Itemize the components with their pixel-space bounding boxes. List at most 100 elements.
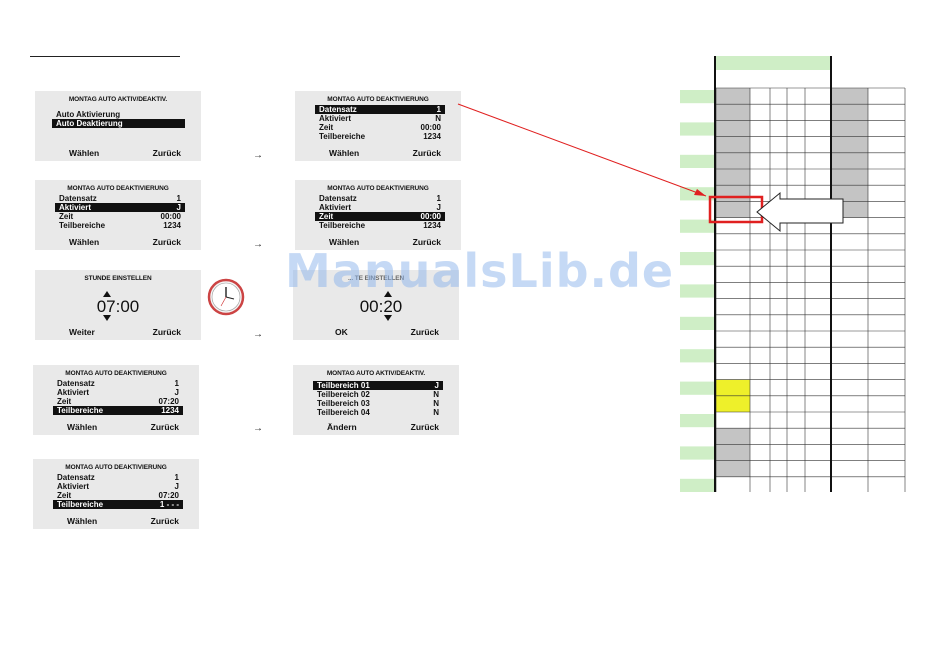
down-arrow-icon xyxy=(103,315,111,321)
softkey-right: Zurück xyxy=(412,148,441,158)
grid-cell xyxy=(716,444,750,461)
softkey-right: Zurück xyxy=(410,422,439,432)
grid-cell xyxy=(716,120,750,137)
screen-title: MONTAG AUTO AKTIV/DEAKTIV. xyxy=(68,96,168,103)
time-display: 07:00 xyxy=(96,297,140,316)
row-label-cell xyxy=(680,414,714,428)
watermark: ManualsLib.de xyxy=(285,244,675,298)
up-arrow-icon xyxy=(384,291,392,297)
row-label-cell xyxy=(680,446,714,460)
grid-cell xyxy=(716,395,750,412)
flow-arrow-icon: → xyxy=(253,329,263,340)
row-label-cell xyxy=(680,349,714,363)
row-label-cell xyxy=(680,478,714,492)
softkey-left: Wählen xyxy=(329,237,360,247)
connector-line xyxy=(457,103,707,197)
softkey-left: Wählen xyxy=(329,148,360,158)
up-arrow-icon xyxy=(103,291,111,297)
grid-cell xyxy=(832,152,868,169)
row-label-cell xyxy=(680,90,714,104)
softkey-right: Zurück xyxy=(150,516,179,526)
down-arrow-icon xyxy=(384,315,392,321)
softkey-left: OK xyxy=(335,327,348,337)
screen-title: MONTAG AUTO DEAKTIVIERUNG xyxy=(65,464,167,471)
lcd-screen-set-minute: ... TE EINSTELLEN 00:20 OK Zurück xyxy=(293,270,459,340)
menu-item-auto-activation: Auto Aktivierung xyxy=(56,110,121,119)
pointer-arrow-icon xyxy=(756,191,844,233)
row-label-cell xyxy=(680,252,714,266)
grid-cell xyxy=(832,169,868,186)
lcd-screen-set-hour: STUNDE EINSTELLEN 07:00 Weiter Zurück xyxy=(35,270,201,340)
screen-title: ... TE EINSTELLEN xyxy=(347,275,405,282)
row-label-cell xyxy=(680,219,714,233)
row-label-cell xyxy=(680,284,714,298)
softkey-left: Ändern xyxy=(327,422,357,432)
grid-cell xyxy=(832,136,868,153)
grid-cell xyxy=(716,169,750,186)
flow-arrow-icon: → xyxy=(253,423,263,434)
row-label-cell xyxy=(680,154,714,168)
grid-cell xyxy=(716,152,750,169)
heading-underline xyxy=(30,56,180,57)
time-display: 00:20 xyxy=(359,297,403,316)
flow-arrow-icon: → xyxy=(253,150,263,161)
grid-header-cell xyxy=(716,56,830,70)
grid-cell xyxy=(716,201,750,218)
grid-cell xyxy=(716,428,750,445)
softkey-left: Weiter xyxy=(69,327,95,337)
menu-item-auto-deactivation: Auto Deaktierung xyxy=(52,119,185,128)
flow-arrow-icon: → xyxy=(253,239,263,250)
screen-title: STUNDE EINSTELLEN xyxy=(84,275,152,282)
softkey-right: Zurück xyxy=(152,327,181,337)
grid-cell xyxy=(716,379,750,396)
lcd-screen-activation-menu: MONTAG AUTO AKTIV/DEAKTIV. Auto Aktivier… xyxy=(35,91,201,161)
grid-cell xyxy=(716,185,750,202)
softkey-left: Wählen xyxy=(69,237,100,247)
grid-cell xyxy=(716,104,750,121)
screen-title: MONTAG AUTO DEAKTIVIERUNG xyxy=(327,96,429,103)
row-label-cell xyxy=(680,122,714,136)
softkey-left: Wählen xyxy=(67,516,98,526)
screen-title: MONTAG AUTO DEAKTIVIERUNG xyxy=(67,185,169,192)
softkey-right: Zurück xyxy=(152,148,181,158)
grid-cell xyxy=(832,185,868,202)
row-label-cell xyxy=(680,381,714,395)
grid-cell xyxy=(716,460,750,477)
grid-cell xyxy=(832,104,868,121)
softkey-left: Wählen xyxy=(67,422,98,432)
softkey-right: Zurück xyxy=(150,422,179,432)
grid-cell xyxy=(832,120,868,137)
softkey-right: Zurück xyxy=(412,237,441,247)
clock-icon xyxy=(207,278,245,316)
lcd-screen-teilbereich-list: MONTAG AUTO AKTIV/DEAKTIV. Teilbereich 0… xyxy=(293,365,459,435)
softkey-left: Wählen xyxy=(69,148,100,158)
screen-title: MONTAG AUTO AKTIV/DEAKTIV. xyxy=(326,370,426,377)
